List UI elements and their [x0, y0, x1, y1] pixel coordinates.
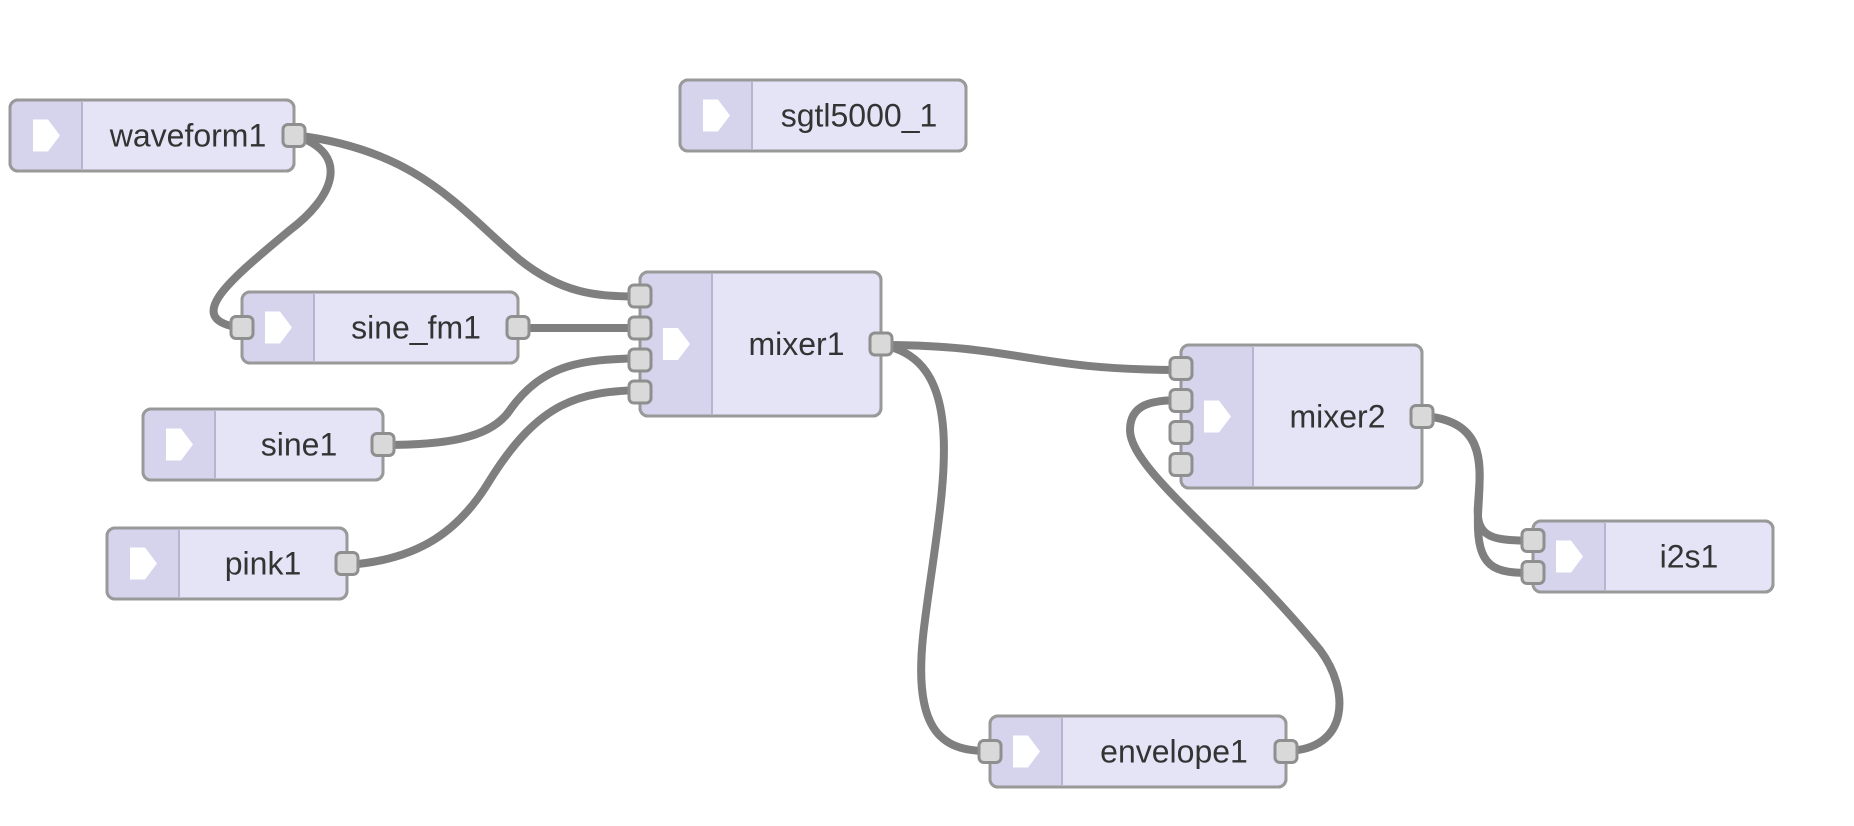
node-border: [1531, 519, 1775, 594]
input-port-0[interactable]: [977, 739, 1003, 764]
arrow-right-icon: [130, 547, 157, 580]
node-mixer2[interactable]: mixer2: [1168, 343, 1435, 490]
node-i2s1[interactable]: i2s1: [1520, 519, 1775, 594]
node-pink1[interactable]: pink1: [105, 526, 360, 601]
input-port-0[interactable]: [229, 315, 255, 340]
input-port-2[interactable]: [627, 347, 653, 373]
node-label: mixer1: [748, 326, 844, 362]
node-envelope1[interactable]: envelope1: [977, 714, 1299, 789]
output-port-0[interactable]: [281, 123, 307, 148]
wire-mixer1-to-envelope1-0[interactable]: [877, 341, 994, 756]
arrow-right-icon: [663, 328, 690, 360]
wire-mixer1-to-mixer2-0[interactable]: [877, 341, 1185, 374]
output-port-0[interactable]: [1273, 739, 1299, 764]
node-sgtl5000_1[interactable]: sgtl5000_1: [678, 78, 968, 153]
arrow-right-icon: [265, 311, 292, 344]
arrow-right-icon: [1556, 540, 1583, 573]
node-label: i2s1: [1660, 539, 1719, 575]
arrow-right-icon: [703, 99, 730, 132]
input-port-2[interactable]: [1168, 420, 1194, 445]
input-port-3[interactable]: [627, 379, 653, 405]
node-label: sine_fm1: [351, 310, 481, 346]
wire-pink1-to-mixer1-3[interactable]: [343, 386, 644, 569]
input-port-0[interactable]: [1168, 356, 1194, 381]
node-sine1[interactable]: sine1: [141, 407, 396, 482]
output-port-0[interactable]: [505, 315, 531, 340]
wire-waveform1-to-mixer1-0[interactable]: [290, 131, 644, 301]
node-label: pink1: [225, 546, 302, 582]
node-label: envelope1: [1100, 734, 1248, 770]
arrow-right-icon: [1013, 735, 1040, 768]
output-port-0[interactable]: [334, 551, 360, 576]
output-port-0[interactable]: [1409, 404, 1435, 429]
wire-envelope1-to-mixer2-1[interactable]: [1125, 396, 1344, 755]
input-port-0[interactable]: [1520, 528, 1546, 553]
output-port-0[interactable]: [370, 432, 396, 457]
input-port-1[interactable]: [627, 315, 653, 341]
node-border: [678, 78, 968, 153]
output-port-0[interactable]: [868, 331, 894, 357]
wire-sine1-to-mixer1-2[interactable]: [379, 354, 644, 449]
arrow-right-icon: [1204, 400, 1231, 433]
nodes-layer: waveform1 sgtl5000_1 sine_fm1 mixer1 sine1 pi…: [8, 78, 1775, 789]
node-mixer1[interactable]: mixer1: [627, 270, 894, 418]
input-port-1[interactable]: [1520, 560, 1546, 585]
node-sine_fm1[interactable]: sine_fm1: [229, 290, 531, 365]
input-port-1[interactable]: [1168, 388, 1194, 413]
node-label: mixer2: [1289, 399, 1385, 435]
arrow-right-icon: [166, 428, 193, 461]
node-label: waveform1: [109, 118, 267, 154]
wire-waveform1-to-sine_fm1-0[interactable]: [209, 131, 335, 332]
wire-mixer2-to-i2s1-1[interactable]: [1418, 412, 1537, 577]
input-port-0[interactable]: [627, 283, 653, 309]
arrow-right-icon: [33, 119, 60, 152]
node-waveform1[interactable]: waveform1: [8, 98, 307, 173]
node-label: sine1: [261, 427, 338, 463]
wires-layer: [209, 131, 1537, 756]
input-port-3[interactable]: [1168, 452, 1194, 477]
node-label: sgtl5000_1: [781, 98, 938, 134]
